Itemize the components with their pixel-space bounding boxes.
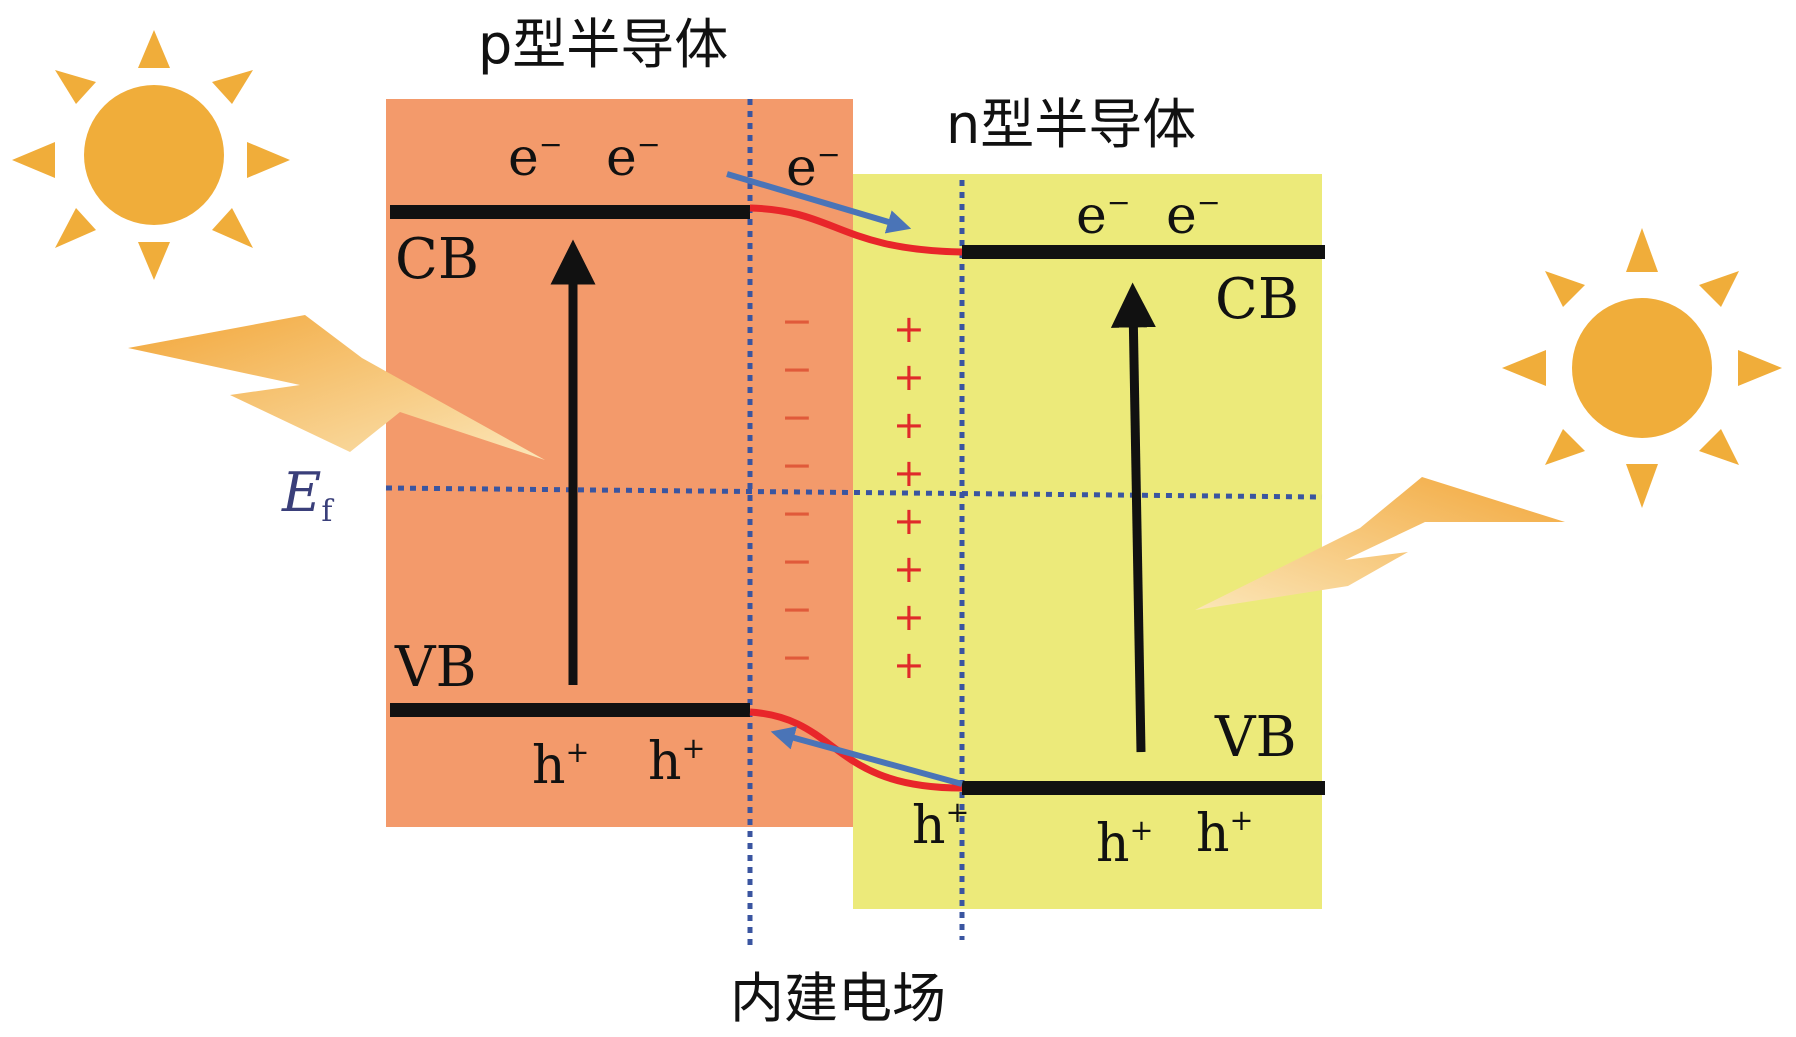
negative-charge: − <box>781 299 813 343</box>
hole-transfer-arrow <box>770 726 963 787</box>
n-excitation-arrow <box>1110 282 1156 753</box>
negative-charge: − <box>781 443 813 487</box>
negative-charge: − <box>781 395 813 439</box>
hole: h+ <box>1096 812 1154 874</box>
positive-charge: + <box>893 499 925 543</box>
negative-charge: − <box>781 587 813 631</box>
lightning-icon <box>1195 477 1565 610</box>
fermi-subscript: f <box>321 494 333 530</box>
electron-transfer-arrow <box>726 171 912 234</box>
electron: e− <box>606 126 661 188</box>
electron: e− <box>508 126 563 188</box>
n-cb-label: CB <box>1215 267 1299 332</box>
built-in-field-label: 内建电场 <box>730 967 946 1030</box>
sun-icon <box>12 30 290 280</box>
positive-charge: + <box>893 403 925 447</box>
fermi-level-label: Ef <box>282 466 332 527</box>
fermi-symbol: E <box>282 461 322 524</box>
positive-charge: + <box>893 595 925 639</box>
positive-charge: + <box>893 355 925 399</box>
p-type-title: p型半导体 <box>478 13 729 76</box>
n-vb-label: VB <box>1215 705 1297 770</box>
electron: e− <box>1166 184 1221 246</box>
hole: h+ <box>1196 802 1254 864</box>
positive-charge: + <box>893 643 925 687</box>
electron: e− <box>786 136 841 198</box>
n-type-title: n型半导体 <box>946 93 1197 156</box>
hole: h+ <box>912 794 970 856</box>
positive-charge: + <box>893 547 925 591</box>
electron: e− <box>1076 184 1131 246</box>
positive-charge: + <box>893 307 925 351</box>
p-vb-label: VB <box>395 635 477 700</box>
lightning-icon <box>128 315 545 460</box>
fermi-level-line <box>385 485 1323 500</box>
positive-charge: + <box>893 451 925 495</box>
p-cb-label: CB <box>395 227 479 292</box>
hole: h+ <box>648 730 706 792</box>
negative-charge: − <box>781 491 813 535</box>
sun-icon <box>1502 228 1782 508</box>
conduction-band-bending <box>749 204 963 256</box>
negative-charge: − <box>781 635 813 679</box>
negative-charge: − <box>781 539 813 583</box>
negative-charge: − <box>781 347 813 391</box>
hole: h+ <box>532 734 590 796</box>
